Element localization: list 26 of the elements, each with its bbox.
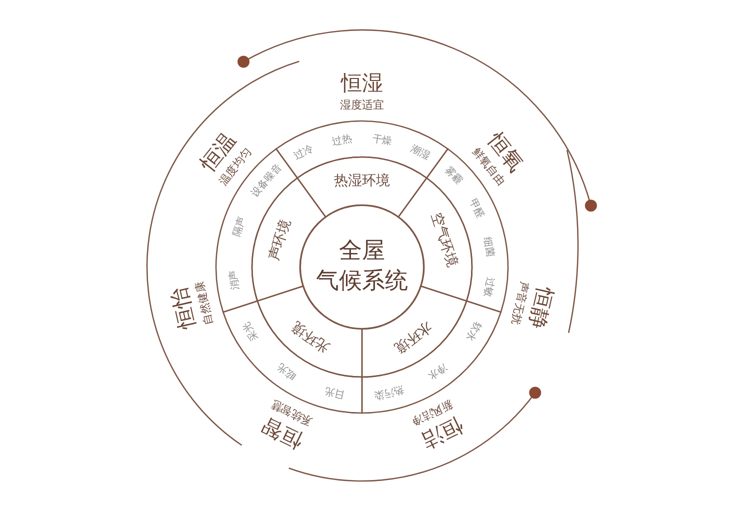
- ring-item-label: 热污染: [372, 383, 404, 401]
- ring-item-label: 设备噪音: [249, 162, 285, 200]
- ring-item-label: 过热: [331, 133, 353, 148]
- ring-item-label: 甲醛: [466, 197, 486, 220]
- sector-title: 声环境: [266, 218, 294, 263]
- ring-item-label: 过敏: [481, 276, 496, 298]
- ring-item-label: 隔声: [232, 216, 249, 239]
- ring-item-label: 潮湿: [408, 143, 432, 163]
- sector-title: 热湿环境: [334, 172, 390, 190]
- ring-item-label: 细菌: [481, 236, 496, 258]
- sector-title: 水环境: [390, 318, 434, 356]
- ring-item-label: 净水: [426, 360, 449, 382]
- ring-item-label: 过冷: [292, 143, 316, 163]
- sector-title: 空气环境: [427, 211, 460, 270]
- ring-item-label: 消声: [228, 270, 242, 291]
- ring-item-label: 软水: [462, 319, 483, 343]
- feature-title: 恒湿: [341, 70, 383, 96]
- feature-subtitle: 湿度适宜: [340, 100, 384, 112]
- ring-item-label: 日光: [324, 384, 346, 400]
- ring-item-label: 采光: [241, 319, 262, 343]
- sector-title: 光环境: [290, 318, 334, 356]
- ring-item-label: 雾霾: [441, 165, 464, 188]
- ring-item-label: 干燥: [371, 133, 393, 148]
- feature-subtitle: 声音无扰: [508, 280, 530, 326]
- ring-item-label: 眩光: [275, 360, 298, 382]
- center-title: 全屋气候系统: [316, 237, 408, 296]
